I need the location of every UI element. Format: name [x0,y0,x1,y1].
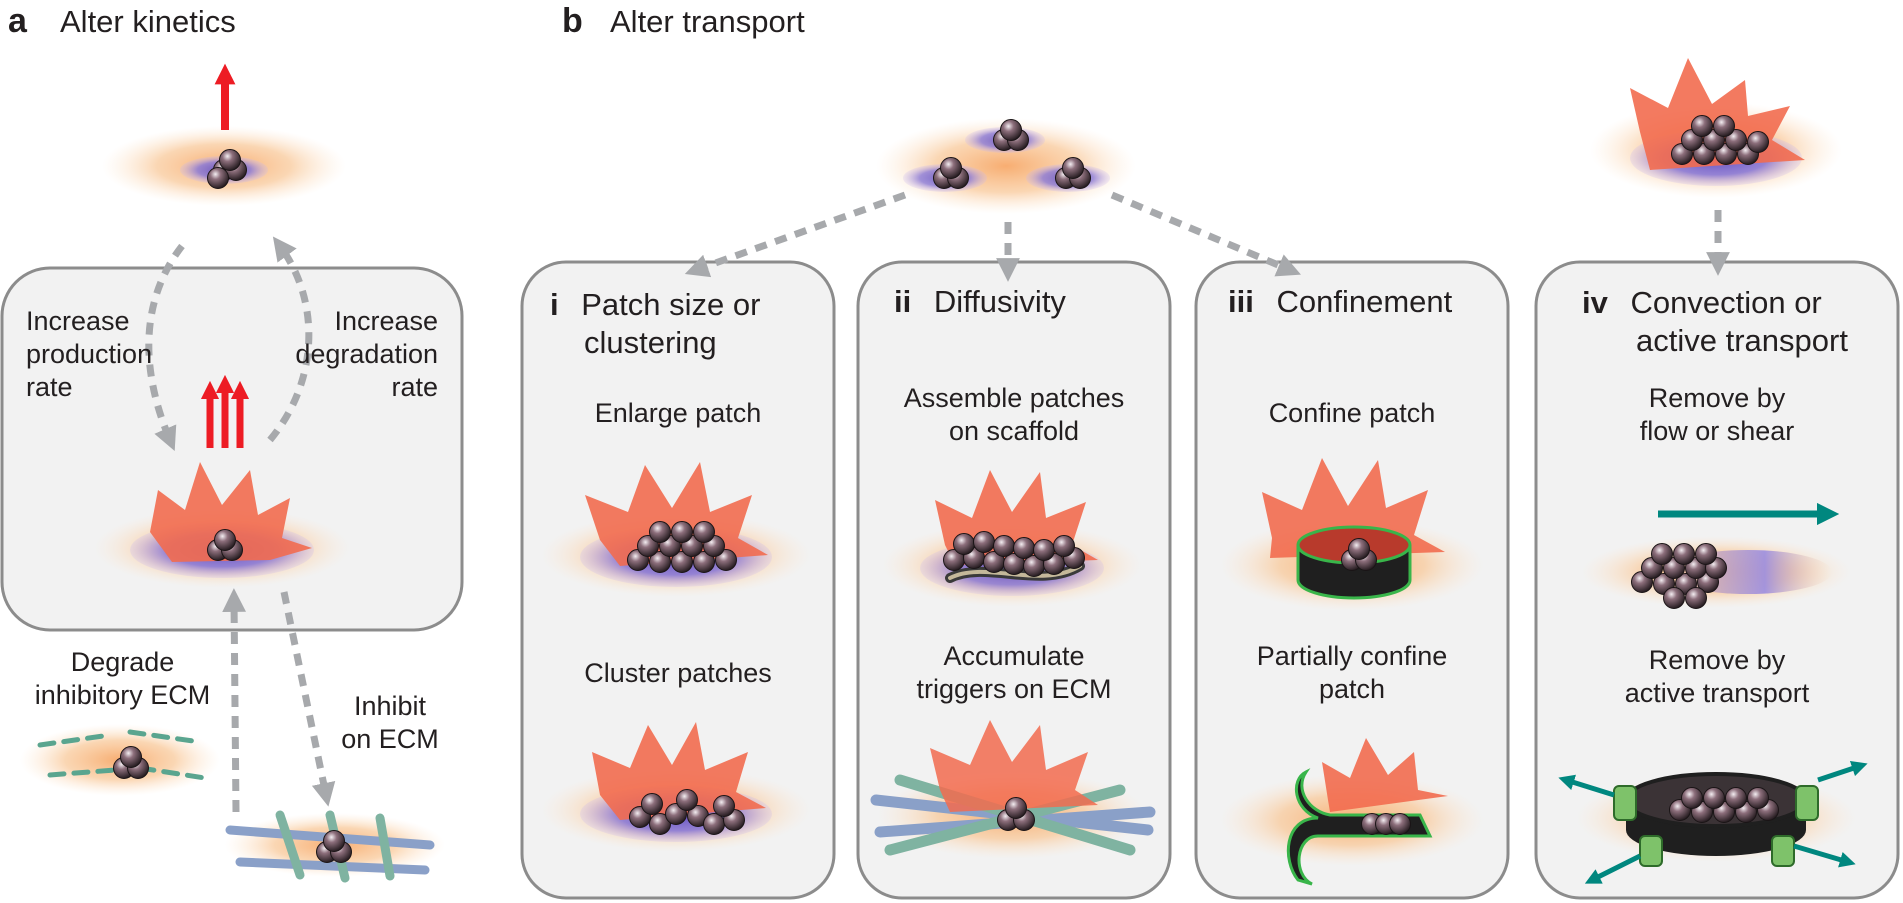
label-increase-production: Increase production rate [26,306,153,402]
card-iii-bottom-label: Partially confine patch [1256,641,1448,704]
degrade-ecm-patch [20,724,220,796]
ecm-triggers-graphic [870,720,1156,859]
card-iv-bottom-label: Remove by active transport [1624,645,1810,708]
label-inhibit-ecm: Inhibit on ECM [341,691,439,754]
enlarge-patch-graphic [541,462,811,597]
card-iii-top-label: Confine patch [1268,398,1436,428]
arrow-ecm-up [222,588,247,813]
arrow-ecm-down [280,591,336,807]
flow-shear-graphic [1581,536,1851,609]
partially-confine-graphic [1220,738,1484,886]
card-ii-bottom-label: Accumulate triggers on ECM [916,641,1112,704]
card-i-numeral: i [550,287,559,322]
arrow-degradation [267,236,313,443]
panel-a-title: Alter kinetics [60,4,236,39]
cluster-patches-graphic [541,722,811,852]
panel-b-title: Alter transport [610,4,805,39]
red-triple-arrow [200,374,250,448]
card-iii-numeral: iii [1228,284,1254,319]
card-ii-numeral: ii [894,284,912,319]
card-i-bottom-label: Cluster patches [584,658,772,688]
confine-patch-graphic [1220,458,1484,611]
panel-b-letter: b [562,2,583,40]
inhibit-ecm-patch [225,810,445,883]
card-i-top-label: Enlarge patch [594,398,762,428]
scaffold-patch-graphic [882,470,1142,607]
card-iv-title: iv Convection or active transport [1582,285,1848,358]
active-transport-graphic [1558,760,1868,884]
label-degrade-ecm: Degrade inhibitory ECM [34,647,211,710]
arrow-to-card-iii [1110,191,1301,277]
card-iv-numeral: iv [1582,285,1608,320]
panel-a-burst-patch [94,462,350,588]
card-ii-top-label: Assemble patches on scaffold [903,383,1125,446]
card-iv-top-label: Remove by flow or shear [1639,383,1795,446]
card-iv-source-patch [1590,58,1842,198]
label-increase-degradation: Increase degradation rate [295,306,438,402]
panel-a-letter: a [8,2,27,40]
card-ii-title: ii Diffusivity [894,284,1066,319]
card-iii-title: iii Confinement [1228,284,1453,319]
card-i-title: i Patch size or clustering [550,287,761,360]
panel-b-source-patches [876,118,1136,214]
arrow-to-card-i [684,191,907,278]
arrow-production [145,243,185,451]
panel-a-top-patch [102,126,346,206]
